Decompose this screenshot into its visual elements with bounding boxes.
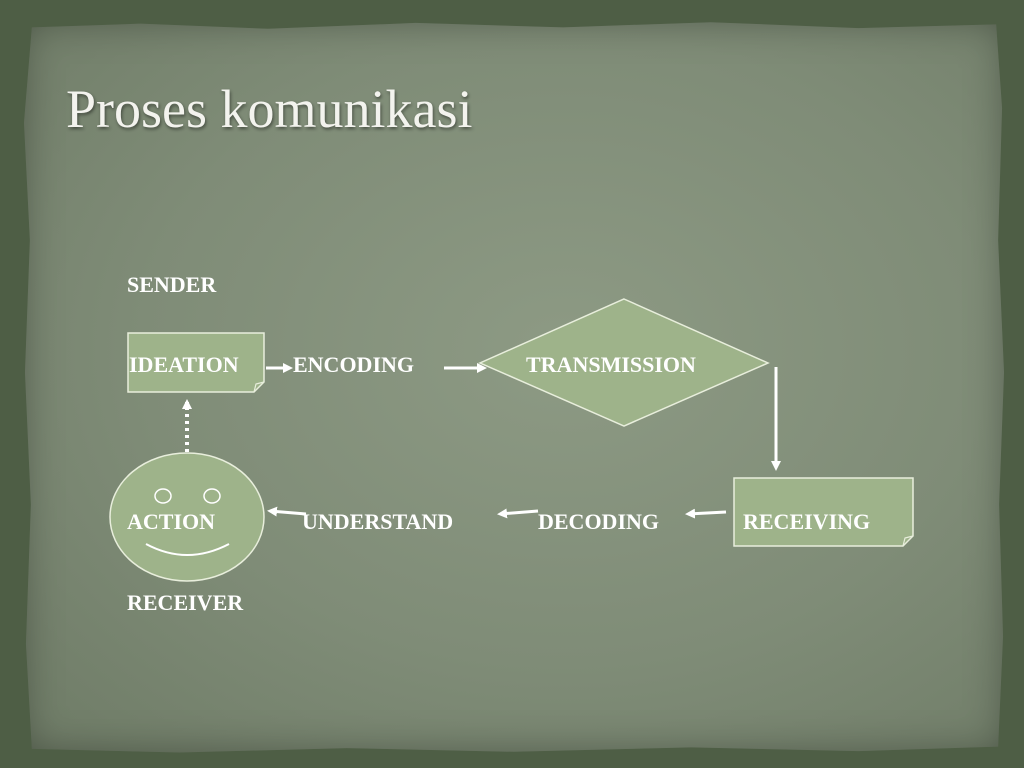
slide-title: Proses komunikasi xyxy=(66,79,473,139)
decoding-label: DECODING xyxy=(538,509,659,534)
receiver-label: RECEIVER xyxy=(127,590,244,615)
arrow-decoding-to-understand xyxy=(497,508,539,519)
ideation-box-fold xyxy=(253,381,265,393)
encoding-label: ENCODING xyxy=(293,352,414,377)
smiley-face-icon xyxy=(109,452,265,582)
sender-label: SENDER xyxy=(127,272,217,297)
understand-label: UNDERSTAND xyxy=(302,509,453,534)
ideation-box xyxy=(127,332,265,393)
action-label: ACTION xyxy=(127,509,215,534)
arrow-understand-to-action xyxy=(267,506,307,517)
arrow-receiving-to-decoding xyxy=(685,508,727,519)
transmission-diamond xyxy=(478,298,770,427)
receiving-box xyxy=(733,477,914,547)
transmission-label: TRANSMISSION xyxy=(526,352,696,377)
receiving-label: RECEIVING xyxy=(743,509,870,534)
ideation-label: IDEATION xyxy=(129,352,239,377)
receiving-box-fold xyxy=(902,535,914,547)
